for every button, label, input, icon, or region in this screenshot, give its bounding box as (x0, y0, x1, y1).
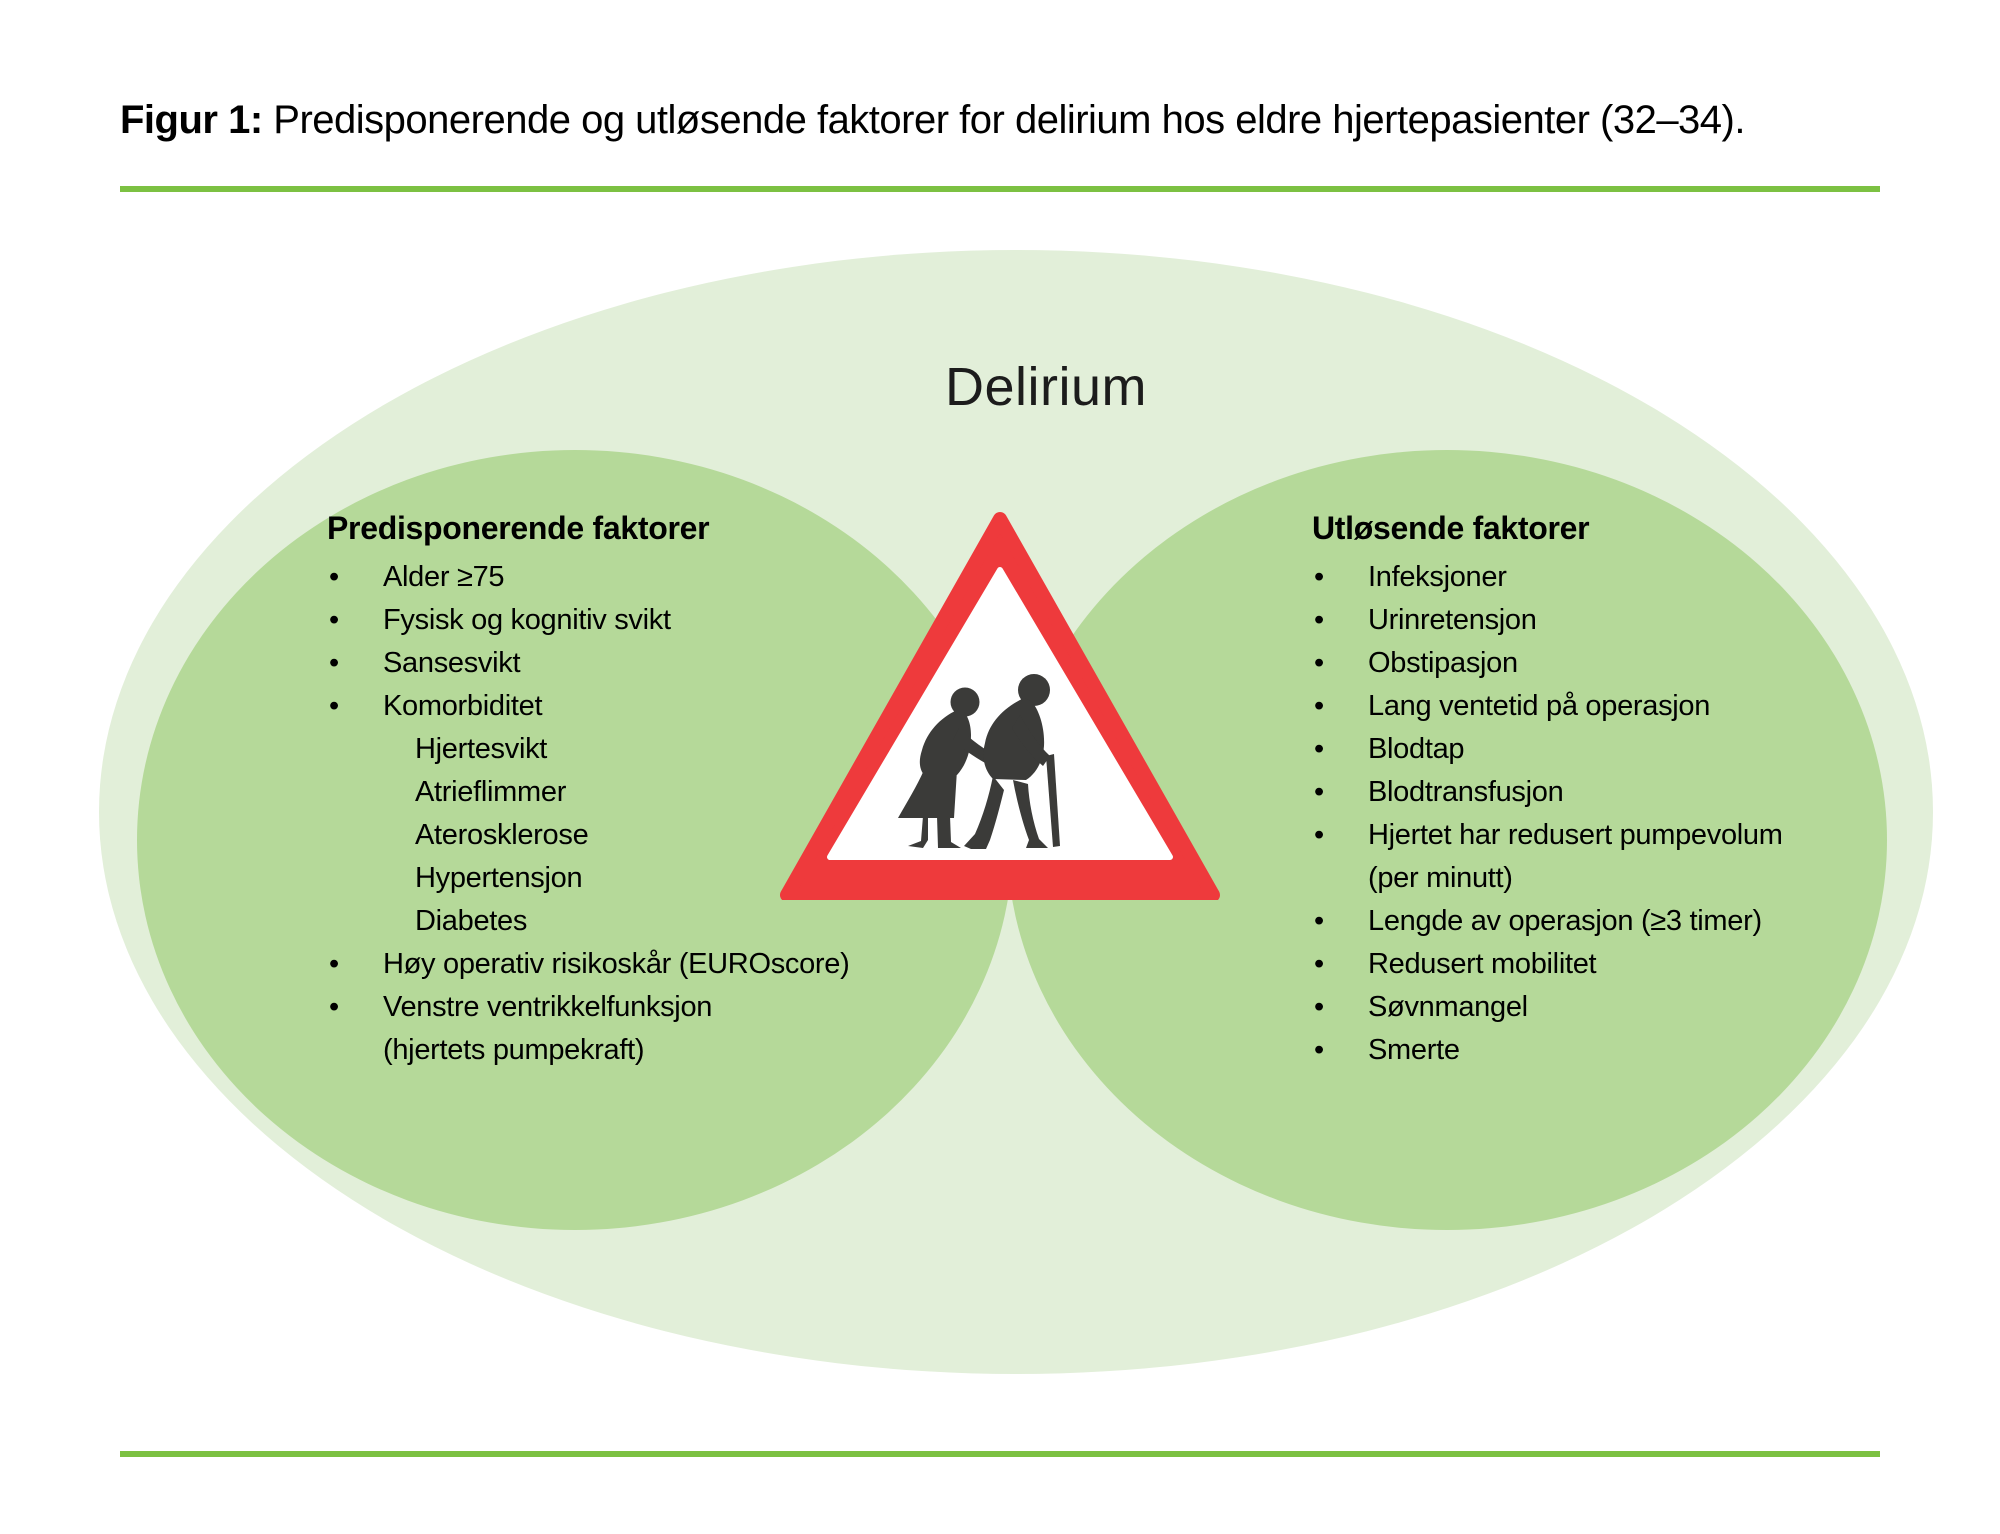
list-item: • Infeksjoner (1312, 556, 1932, 599)
precipitating-factors-items: • Infeksjoner • Urinretensjon • Obstipasjon • L… (1312, 556, 1932, 1072)
bullet-icon: • (1314, 948, 1324, 980)
list-item: • Blodtransfusjon (1312, 771, 1932, 814)
list-item-label: Søvnmangel (1368, 991, 1528, 1023)
list-item-label: Fysisk og kognitiv svikt (383, 604, 671, 636)
predisposing-factors-list: Predisponerende faktorer • Alder ≥75 • Fysi… (327, 506, 947, 1072)
list-item-label: Diabetes (415, 905, 528, 937)
list-item: • Lengde av operasjon (≥3 timer) (1312, 900, 1932, 943)
list-item-label: Hjertet har redusert pumpevolum (1368, 819, 1783, 851)
bullet-icon: • (1314, 776, 1324, 808)
list-item: • Hjertet har redusert pumpevolum (1312, 814, 1932, 857)
bullet-icon: • (329, 604, 339, 636)
list-item-label: Blodtransfusjon (1368, 776, 1564, 808)
list-item-label: Lengde av operasjon (≥3 timer) (1368, 905, 1762, 937)
list-item: (per minutt) (1312, 857, 1932, 900)
precipitating-factors-list: Utløsende faktorer • Infeksjoner • Urinrete… (1312, 506, 1932, 1072)
list-item: • Blodtap (1312, 728, 1932, 771)
predisposing-factors-header: Predisponerende faktorer (327, 510, 710, 546)
list-item-label: Urinretensjon (1368, 604, 1537, 636)
list-item: • Sansesvikt (327, 642, 947, 685)
list-item: Diabetes (327, 900, 947, 943)
predisposing-factors-items: • Alder ≥75 • Fysisk og kognitiv svikt • Sans… (327, 556, 947, 1072)
bullet-icon: • (1314, 1034, 1324, 1066)
list-item: • Fysisk og kognitiv svikt (327, 599, 947, 642)
bullet-icon: • (1314, 905, 1324, 937)
list-item-label: Hjertesvikt (415, 733, 548, 765)
list-item-label: Redusert mobilitet (1368, 948, 1597, 980)
list-item-label: (hjertets pumpekraft) (383, 1034, 645, 1066)
bullet-icon: • (329, 690, 339, 722)
list-item-label: Komorbiditet (383, 690, 543, 722)
list-item-label: Hypertensjon (415, 862, 583, 894)
list-item: Aterosklerose (327, 814, 947, 857)
bullet-icon: • (329, 561, 339, 593)
figure-caption-text: Predisponerende og utløsende faktorer fo… (262, 98, 1745, 142)
list-item: • Søvnmangel (1312, 986, 1932, 1029)
bullet-icon: • (1314, 647, 1324, 679)
bullet-icon: • (1314, 733, 1324, 765)
list-item: • Smerte (1312, 1029, 1932, 1072)
bullet-icon: • (1314, 604, 1324, 636)
list-item-label: Venstre ventrikkelfunksjon (383, 991, 713, 1023)
list-item-label: (per minutt) (1368, 862, 1513, 894)
elderly-people-warning-sign-icon (780, 512, 1220, 900)
bottom-divider-line (120, 1451, 1880, 1457)
list-item-label: Smerte (1368, 1034, 1460, 1066)
list-item-label: Aterosklerose (415, 819, 589, 851)
figure-caption: Figur 1: Predisponerende og utløsende fa… (120, 98, 1920, 143)
bullet-icon: • (329, 991, 339, 1023)
list-item: • Komorbiditet (327, 685, 947, 728)
list-item: • Lang ventetid på operasjon (1312, 685, 1932, 728)
sign-white-field (827, 567, 1173, 860)
list-item-label: Alder ≥75 (383, 561, 505, 593)
bullet-icon: • (1314, 561, 1324, 593)
list-item: • Alder ≥75 (327, 556, 947, 599)
bullet-icon: • (329, 948, 339, 980)
elderly-couple-silhouette (898, 674, 1060, 849)
list-item-label: Blodtap (1368, 733, 1465, 765)
list-item: • Redusert mobilitet (1312, 943, 1932, 986)
bullet-icon: • (329, 647, 339, 679)
list-item-label: Infeksjoner (1368, 561, 1507, 593)
list-item: Hypertensjon (327, 857, 947, 900)
list-item: • Høy operativ risikoskår (EUROscore) (327, 943, 947, 986)
list-item: • Urinretensjon (1312, 599, 1932, 642)
list-item-label: Sansesvikt (383, 647, 521, 679)
precipitating-factors-header: Utløsende faktorer (1312, 510, 1590, 546)
list-item: Hjertesvikt (327, 728, 947, 771)
bullet-icon: • (1314, 819, 1324, 851)
diagram-title: Delirium (944, 357, 1148, 417)
list-item: Atrieflimmer (327, 771, 947, 814)
list-item-label: Høy operativ risikoskår (EUROscore) (383, 948, 850, 980)
list-item-label: Obstipasjon (1368, 647, 1518, 679)
list-item: • Venstre ventrikkelfunksjon (327, 986, 947, 1029)
list-item-label: Atrieflimmer (415, 776, 567, 808)
bullet-icon: • (1314, 991, 1324, 1023)
figure-caption-label: Figur 1: (120, 98, 263, 142)
bullet-icon: • (1314, 690, 1324, 722)
top-divider-line (120, 186, 1880, 192)
list-item: (hjertets pumpekraft) (327, 1029, 947, 1072)
list-item: • Obstipasjon (1312, 642, 1932, 685)
list-item-label: Lang ventetid på operasjon (1368, 690, 1711, 722)
